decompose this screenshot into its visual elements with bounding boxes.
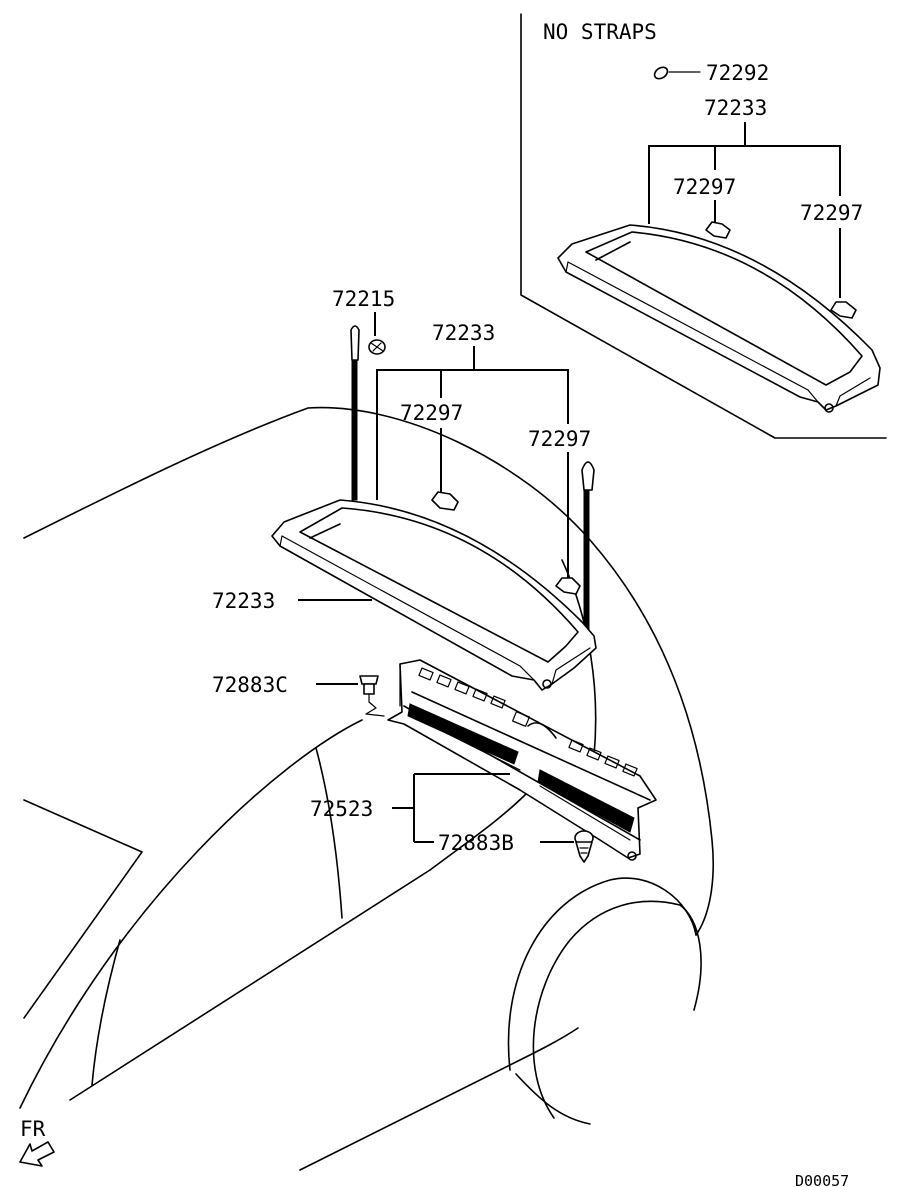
inset-panel: NO STRAPS 72292 72233 72297 72297 [520,13,887,439]
grille-right [537,769,635,833]
strap-left [350,325,360,501]
main-assembly: 72215 72233 72297 72297 [212,287,657,863]
direction-indicator: FR [19,1117,55,1167]
trim-slots [418,667,638,777]
washer-icon [653,66,669,80]
inset-hook-left-icon [705,221,731,239]
label-fr: FR [20,1117,46,1141]
arrow-front-icon [19,1141,55,1167]
parcel-shelf-tray [271,491,597,691]
label-inset-72297-right: 72297 [800,201,863,225]
clip-c-icon [359,675,385,717]
rear-trim-panel [387,659,657,861]
label-main-72233-side: 72233 [212,589,275,613]
label-main-72297-left: 72297 [400,401,463,425]
label-72215: 72215 [332,287,395,311]
label-inset-72297-left: 72297 [673,175,736,199]
trim-leader [392,773,510,843]
strap-right [581,461,595,631]
clip-b-icon [574,830,594,863]
inset-hook-right-icon [830,301,857,319]
inset-title: NO STRAPS [543,20,657,44]
label-inset-72233: 72233 [704,96,767,120]
label-72292: 72292 [706,61,769,85]
label-72883C: 72883C [212,673,288,697]
drawing-code: D00057 [795,1172,849,1187]
hook-left-icon [431,491,459,511]
label-main-72233-top: 72233 [432,321,495,345]
label-72523: 72523 [310,797,373,821]
hook-right-icon [555,577,581,595]
label-main-72297-right: 72297 [528,427,591,451]
car-body-outline [19,406,715,1171]
grille-left [407,703,519,765]
inset-tray [557,221,881,413]
label-72883B: 72883B [438,831,514,855]
inset-border [520,13,887,439]
main-bracket [376,369,569,500]
strap-clip-icon [368,339,386,355]
